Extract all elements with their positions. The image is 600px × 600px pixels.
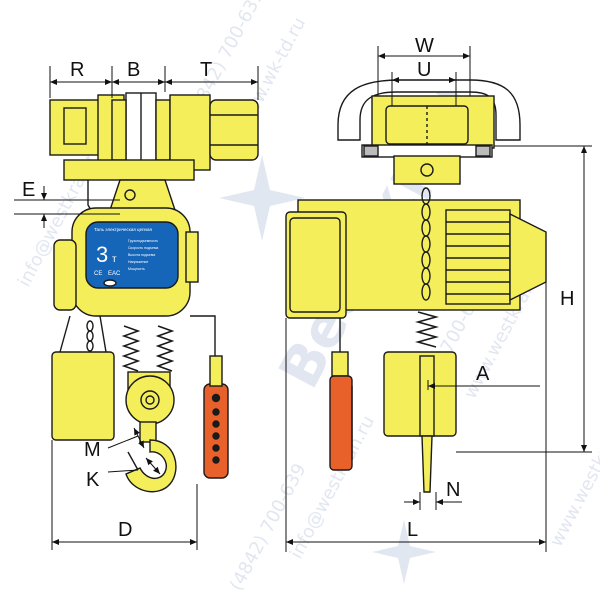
pendant-button	[212, 420, 220, 428]
pendant-button	[212, 444, 220, 452]
dimension-labels: R B T E M K D W U H A N L	[22, 35, 574, 541]
dimension-k-label: K	[86, 469, 100, 491]
dimension-h-label: H	[560, 288, 574, 310]
spring	[415, 311, 439, 348]
brand-logo-icon	[103, 279, 117, 287]
wheel-right	[475, 145, 491, 157]
hoist-front-view: Таль электрическая цепная 3 т CE EAC Гру…	[49, 92, 259, 493]
dimension-d-label: D	[118, 519, 132, 541]
control-pendant	[329, 375, 353, 471]
dimension-lines	[14, 46, 592, 552]
dimension-m-label: M	[84, 439, 101, 461]
pendant-button	[212, 432, 220, 440]
hoist-hanger	[109, 179, 176, 211]
nameplate-line-2: Скорость подъема	[128, 246, 158, 250]
nameplate-mark-eac: EAC	[108, 271, 121, 277]
nameplate-line-3: Высота подъема	[128, 253, 155, 257]
dimension-e-label: E	[22, 179, 35, 201]
nameplate-unit: т	[112, 254, 117, 265]
dimension-l-label: L	[407, 519, 418, 541]
pendant-button	[212, 456, 220, 464]
nameplate-title: Таль электрическая цепная	[94, 227, 153, 232]
hook-block	[419, 355, 435, 437]
dimension-n-label: N	[446, 479, 460, 501]
dimension-r-label: R	[70, 59, 84, 81]
trolley-motor	[209, 99, 259, 161]
nameplate-mark-ce: CE	[94, 271, 102, 277]
pendant-button	[211, 393, 221, 403]
dimension-b-label: B	[127, 59, 140, 81]
hoist-right-housing	[185, 231, 199, 283]
trolley-right-side	[169, 94, 211, 171]
wheel-left	[111, 99, 127, 161]
nameplate-line-1: Грузоподъемность	[128, 239, 158, 243]
trolley-hanger	[393, 155, 461, 185]
watermark-phone-3: (4842) 700-639	[226, 460, 311, 594]
dimension-u-label: U	[417, 59, 431, 81]
bag-strap	[59, 315, 71, 353]
spring-left	[121, 325, 141, 372]
load-chain	[86, 320, 94, 352]
hanger-pin	[124, 189, 136, 201]
nameplate-line-5: Мощность	[128, 267, 145, 271]
hook	[125, 439, 177, 493]
chain-bag	[51, 351, 115, 441]
pulley-centre	[145, 395, 155, 405]
dimension-m-line	[107, 435, 139, 449]
nameplate: Таль электрическая цепная 3 т CE EAC Гру…	[85, 221, 179, 289]
trolley-frame	[63, 159, 195, 181]
compass-star-icon	[219, 155, 305, 241]
nameplate-capacity: 3	[96, 242, 108, 267]
hook-shank	[139, 421, 157, 443]
compass-star-icon	[372, 520, 436, 584]
dimension-w-label: W	[415, 35, 434, 57]
wheel-right	[155, 99, 171, 161]
spring-right	[155, 325, 175, 372]
pendant-button	[212, 408, 220, 416]
pendant-grip	[331, 351, 349, 377]
hook-latch	[127, 451, 139, 471]
dimension-k-line	[107, 469, 139, 473]
bag-strap	[99, 315, 107, 353]
nameplate-panel	[85, 221, 179, 289]
trolley-left-cap	[63, 107, 87, 145]
hoist-left-housing	[53, 239, 77, 311]
dimension-a-label: A	[476, 363, 490, 385]
hanger-pin	[420, 163, 434, 177]
pendant-cable	[190, 315, 216, 356]
nameplate-line-4: Напряжение	[128, 260, 148, 264]
wheel-left	[363, 145, 379, 157]
gearbox	[285, 211, 347, 319]
gearbox-cover	[289, 217, 341, 313]
pendant-grip	[209, 355, 223, 387]
hoist-side-view	[285, 79, 547, 493]
motor-fins	[445, 209, 547, 305]
load-chain	[421, 187, 431, 301]
hook	[421, 435, 433, 493]
watermark-site-3: www.westkran.ru	[546, 403, 600, 550]
trolley-flange	[361, 144, 493, 158]
dimension-t-label: T	[200, 59, 212, 81]
